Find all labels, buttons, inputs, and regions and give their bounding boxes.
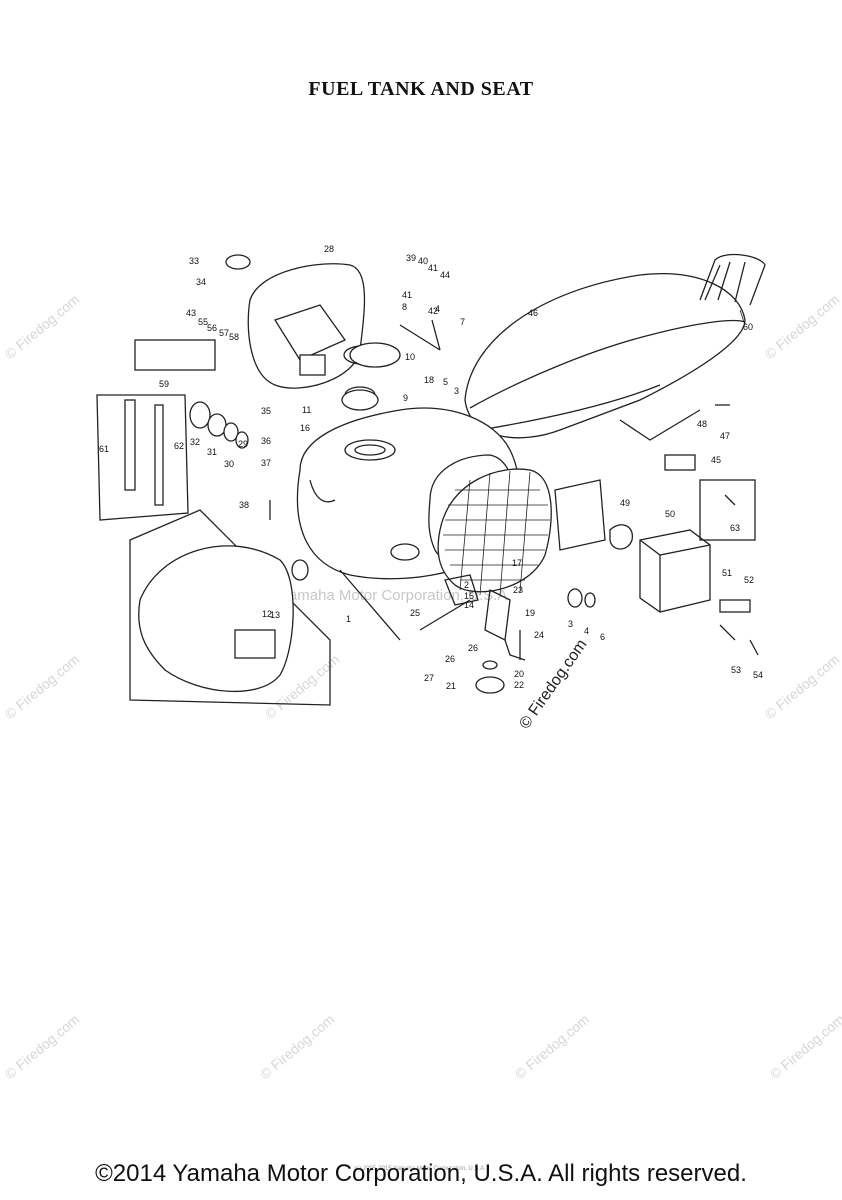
callout-48: 48 — [697, 419, 707, 429]
callout-42: 42 — [428, 306, 438, 316]
callout-52: 52 — [744, 575, 754, 585]
callout-4: 4 — [435, 304, 440, 314]
callout-30: 30 — [224, 459, 234, 469]
callout-34: 34 — [196, 277, 206, 287]
callout-60: 60 — [743, 322, 753, 332]
callout-18: 18 — [424, 375, 434, 385]
callout-21: 21 — [446, 681, 456, 691]
callout-layer: 1 2 3 3 4 4 5 6 7 8 9 10 11 12 13 14 15 … — [99, 244, 763, 691]
callout-46: 46 — [528, 308, 538, 318]
callout-22: 22 — [514, 680, 524, 690]
callout-11: 11 — [302, 405, 311, 415]
callout-47: 47 — [720, 431, 730, 441]
callout-1: 1 — [346, 614, 351, 624]
callout-38: 38 — [239, 500, 249, 510]
detail-box-drawing — [96, 394, 249, 521]
callout-50: 50 — [665, 509, 675, 519]
callout-58: 58 — [229, 332, 239, 342]
callout-41: 41 — [428, 263, 438, 273]
battery-drawing — [554, 479, 711, 613]
watermark-text: © Firedog.com — [767, 1011, 842, 1082]
watermark-text: © Firedog.com — [2, 291, 83, 362]
callout-6: 6 — [600, 632, 605, 642]
page-title: FUEL TANK AND SEAT — [308, 78, 534, 100]
watermark-text: © Firedog.com — [512, 0, 593, 2]
callout-12: 12 — [262, 609, 272, 619]
callout-3: 3 — [454, 386, 459, 396]
callout-24: 24 — [534, 630, 544, 640]
callout-35: 35 — [261, 406, 271, 416]
callout-62: 62 — [174, 441, 184, 451]
callout-23: 23 — [513, 585, 523, 595]
callout-59: 59 — [159, 379, 169, 389]
watermark-text: © Firedog.com — [762, 651, 842, 722]
callout-39: 39 — [406, 253, 416, 263]
watermark-text: © Firedog.com — [762, 291, 842, 362]
callout-49: 49 — [620, 498, 630, 508]
watermark-text: © Firedog.com — [762, 0, 842, 2]
seat-drawing — [464, 253, 766, 441]
side-panel-drawing — [129, 509, 331, 706]
center-watermark: Yamaha Motor Corporation, U.S.A. — [280, 587, 512, 604]
callout-63: 63 — [730, 523, 740, 533]
callout-53: 53 — [731, 665, 741, 675]
air-filter-drawing — [437, 468, 552, 596]
callout-4: 4 — [584, 626, 589, 636]
callout-33: 33 — [189, 256, 199, 266]
callout-17: 17 — [512, 558, 522, 568]
copyright-footer: ©2014 Yamaha Motor Corporation, U.S.A. A… — [95, 1160, 747, 1187]
callout-19: 19 — [525, 608, 535, 618]
callout-25: 25 — [410, 608, 420, 618]
callout-26: 26 — [445, 654, 455, 664]
oil-tank-drawing — [134, 254, 381, 404]
callout-56: 56 — [207, 323, 217, 333]
callout-55: 55 — [198, 317, 208, 327]
callout-16: 16 — [300, 423, 310, 433]
callout-26: 26 — [468, 643, 478, 653]
callout-51: 51 — [722, 568, 732, 578]
side-watermark: © Firedog.com — [516, 636, 590, 732]
callout-8: 8 — [402, 302, 407, 312]
callout-3: 3 — [568, 619, 573, 629]
callout-57: 57 — [219, 328, 229, 338]
callout-9: 9 — [403, 393, 408, 403]
callout-31: 31 — [207, 447, 217, 457]
callout-7: 7 — [460, 317, 465, 327]
callout-32: 32 — [190, 437, 200, 447]
callout-43: 43 — [186, 308, 196, 318]
callout-29: 29 — [238, 439, 248, 449]
callout-5: 5 — [443, 377, 448, 387]
callout-45: 45 — [711, 455, 721, 465]
callout-36: 36 — [261, 436, 271, 446]
callout-15: 15 — [464, 591, 474, 601]
watermark-text: © Firedog.com — [512, 1011, 593, 1082]
watermark-text: © Firedog.com — [257, 1011, 338, 1082]
callout-54: 54 — [753, 670, 763, 680]
callout-14: 14 — [464, 600, 474, 610]
callout-2: 2 — [464, 580, 469, 590]
callout-40: 40 — [418, 256, 428, 266]
callout-27: 27 — [424, 673, 434, 683]
small-parts-drawing — [269, 319, 759, 694]
callout-37: 37 — [261, 458, 271, 468]
callout-44: 44 — [440, 270, 450, 280]
callout-41: 41 — [402, 290, 412, 300]
watermark-text: © Firedog.com — [2, 651, 83, 722]
callout-10: 10 — [405, 352, 415, 362]
callout-61: 61 — [99, 444, 109, 454]
callout-20: 20 — [514, 669, 524, 679]
tiny-copyright: (c) 2005-2015 Yamaha Motor Corporation, … — [354, 1166, 486, 1172]
watermark-text: © Firedog.com — [2, 1011, 83, 1082]
callout-13: 13 — [270, 610, 280, 620]
callout-28: 28 — [324, 244, 334, 254]
